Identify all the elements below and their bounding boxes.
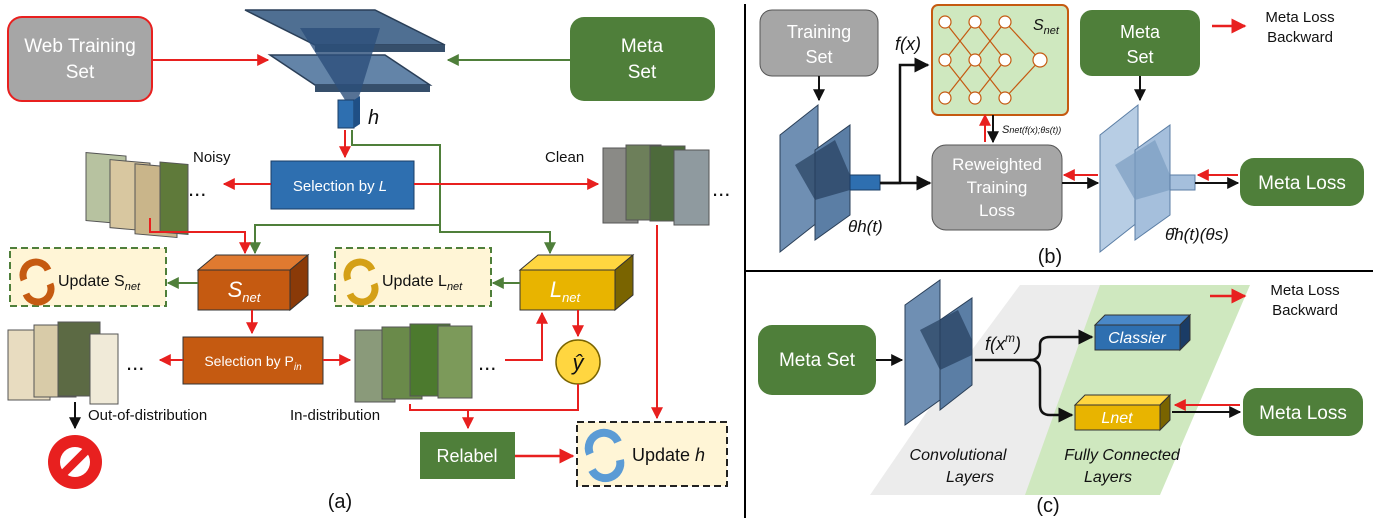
fc-layers-label-1: Fully Connected (1064, 447, 1181, 464)
conv-layers-label-2: Layers (946, 469, 994, 486)
lnet-c-label: Lnet (1101, 410, 1133, 427)
ood-ellipsis: ... (126, 350, 144, 375)
ood-images (7, 321, 119, 405)
lnet-box (518, 253, 635, 312)
caption-a: (a) (328, 491, 352, 513)
reweighted-label-1: Reweighted (952, 155, 1042, 174)
snet-box (196, 253, 310, 312)
selection-by-l-box (270, 160, 415, 210)
arrow-id-to-relabel (409, 404, 474, 430)
update-snet-box (9, 247, 167, 307)
relabel-box (420, 432, 515, 479)
reweighted-loss-box (931, 144, 1063, 231)
refresh-icon-lnet (343, 258, 379, 306)
legend-b-line2: Backward (1267, 29, 1333, 46)
panel-b: Training Set θh(t) f(x) Snet (759, 4, 1364, 268)
green-arrow-to-snet (249, 224, 440, 255)
meta-set-b-box (1080, 10, 1200, 76)
update-lnet-label: Update Lnet (382, 273, 463, 293)
red-arrow-noisy-to-snet (149, 218, 251, 255)
noisy-ellipsis: ... (188, 176, 206, 201)
meta-set-c-label: Meta Set (779, 350, 856, 371)
arrow-yhat-to-relabel (468, 384, 579, 411)
cnn-c-icon (904, 279, 973, 426)
id-images (354, 323, 473, 403)
theta-hat-label: θ̂h(t)(θs) (1165, 225, 1229, 244)
legend-c-line1: Meta Loss (1270, 282, 1339, 299)
f-xm-label: f(xm) (985, 331, 1021, 354)
training-set-label-1: Training (787, 22, 851, 42)
meta-set-b-label-1: Meta (1120, 22, 1161, 42)
cnn-theta-hat-icon (1099, 103, 1196, 254)
classifier-label: Classier (1108, 330, 1166, 347)
ood-label: Out-of-distribution (88, 407, 207, 424)
update-h-label: Update h (632, 445, 705, 465)
classifier-box (1093, 313, 1192, 352)
noisy-images (85, 151, 189, 239)
id-ellipsis: ... (478, 350, 496, 375)
refresh-icon-h (584, 428, 625, 483)
meta-loss-c-box (1243, 388, 1363, 436)
reweighted-label-2: Training (967, 178, 1028, 197)
relabel-label: Relabel (436, 446, 497, 466)
meta-set-box (570, 17, 715, 101)
meta-loss-c-label: Meta Loss (1259, 403, 1347, 424)
meta-loss-b-label: Meta Loss (1258, 173, 1346, 194)
meta-set-label-1: Meta (621, 36, 664, 57)
selection-by-pin-box (182, 336, 324, 385)
panel-c: Meta Set f(xm) Classier Lnet Meta Loss C… (758, 279, 1363, 517)
refresh-icon-snet (19, 258, 55, 306)
update-snet-label: Update Snet (58, 273, 141, 293)
caption-b: (b) (1038, 246, 1062, 268)
cnn-theta-icon (779, 103, 881, 254)
forbidden-icon (48, 435, 102, 489)
update-lnet-box (334, 247, 492, 307)
panel-a: Web Training Set Meta Set h Selection by… (7, 9, 730, 513)
lnet-label: Lnet (550, 277, 582, 305)
snet-net-label: Snet (1033, 17, 1060, 37)
meta-set-b-label-2: Set (1126, 47, 1153, 67)
id-label: In-distribution (290, 407, 380, 424)
green-arrow-to-lnet (439, 225, 556, 255)
meta-set-c-box (758, 325, 876, 395)
caption-c: (c) (1036, 495, 1059, 517)
clean-label: Clean (545, 149, 584, 166)
snet-label: Snet (228, 277, 262, 305)
meta-set-label-2: Set (628, 62, 657, 83)
snet-network-icon (938, 15, 1048, 105)
conv-layers-label-1: Convolutional (910, 447, 1007, 464)
fc-layers-label-2: Layers (1084, 469, 1132, 486)
theta-label: θh(t) (848, 217, 883, 236)
arrow-to-snet (880, 57, 930, 185)
meta-loss-b-box (1240, 158, 1364, 206)
h-label: h (368, 107, 379, 129)
clean-images (602, 144, 710, 226)
network-h-icon (244, 9, 446, 129)
legend-c-line2: Backward (1272, 302, 1338, 319)
web-training-set-label-2: Set (66, 62, 95, 83)
lnet-c-box (1073, 393, 1172, 432)
snet-output-label: Snet(f(x);θs(t)) (1002, 124, 1061, 136)
f-x-label: f(x) (895, 34, 921, 54)
training-set-label-2: Set (805, 47, 832, 67)
arrow-to-lnet (1029, 358, 1074, 423)
arrow-id-to-lnet (505, 311, 548, 361)
reweighted-label-3: Loss (979, 201, 1015, 220)
web-training-set-label-1: Web Training (24, 36, 136, 57)
web-training-set-box (7, 16, 153, 102)
selection-by-l-label: Selection by L (293, 178, 387, 195)
selection-by-pin-label: Selection by Pin (204, 353, 302, 373)
noisy-label: Noisy (193, 149, 231, 166)
legend-b-line1: Meta Loss (1265, 9, 1334, 26)
clean-ellipsis: ... (712, 176, 730, 201)
y-hat-label: ŷ (571, 350, 586, 375)
